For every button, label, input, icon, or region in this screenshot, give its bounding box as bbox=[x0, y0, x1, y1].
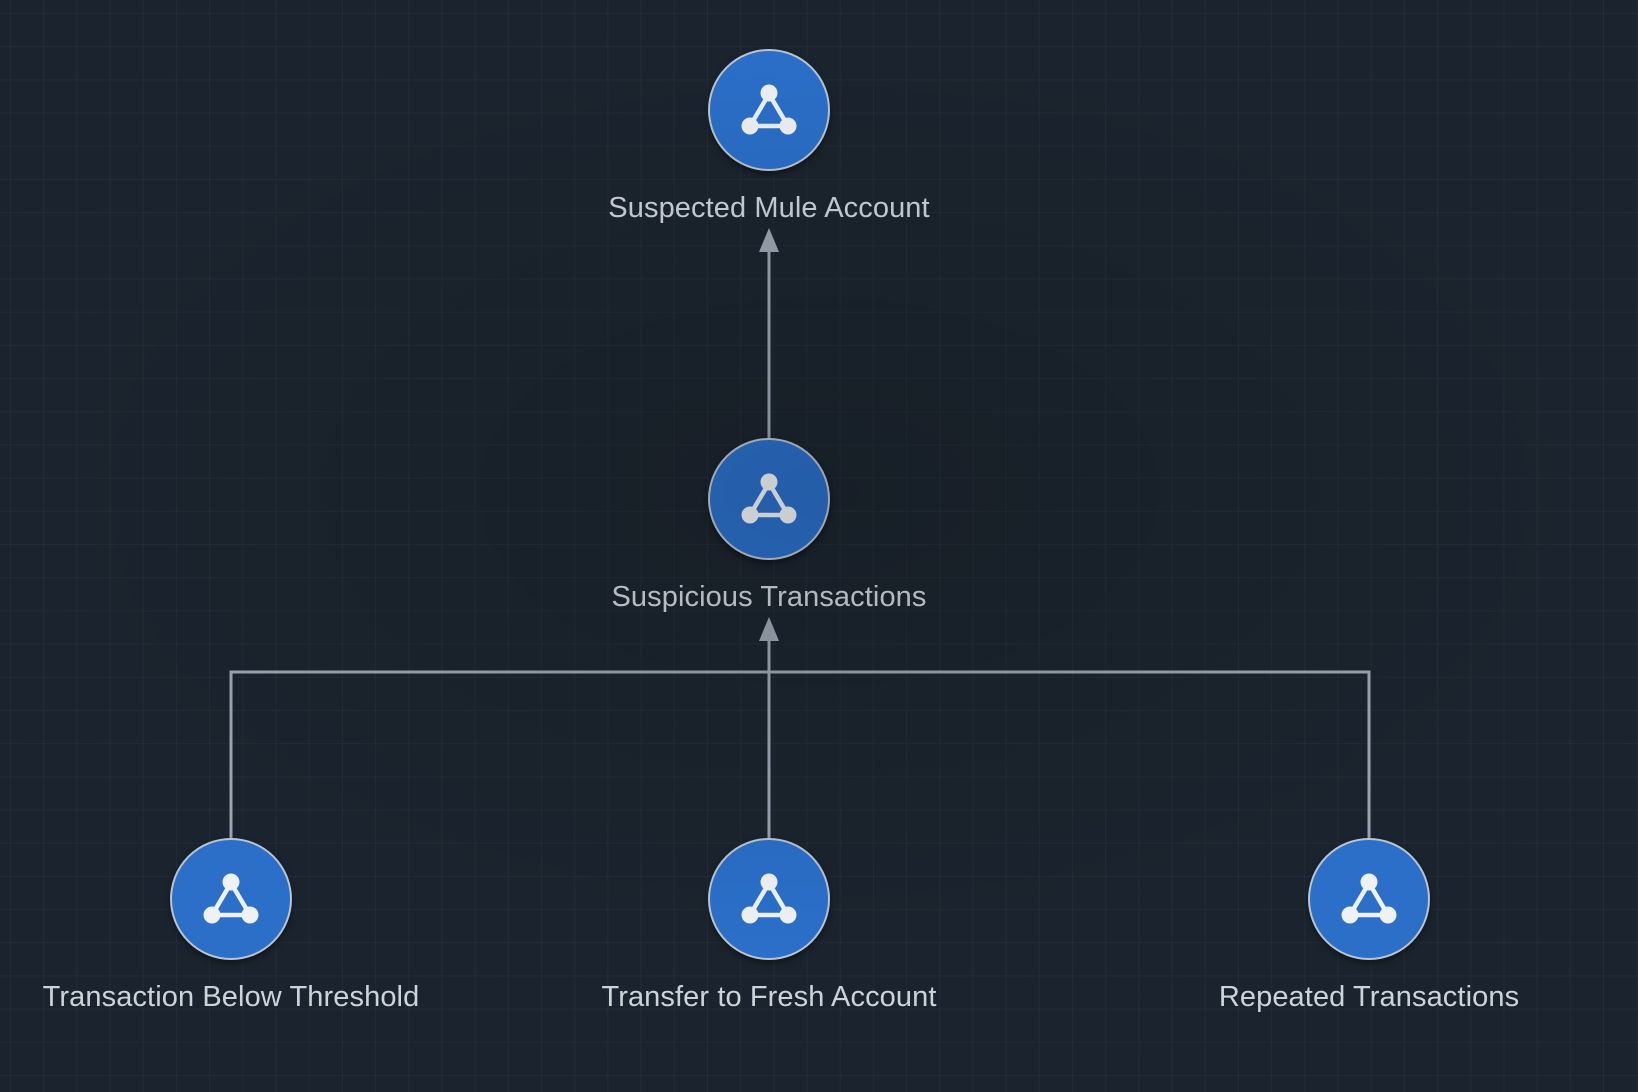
graph-triangle-icon bbox=[741, 473, 797, 524]
edge-repeated-to-suspicious[interactable] bbox=[769, 670, 1371, 838]
graph-triangle-icon bbox=[1341, 873, 1397, 924]
edge-threshold-to-suspicious[interactable] bbox=[229, 670, 769, 838]
node-circle[interactable] bbox=[708, 438, 830, 560]
node-circle[interactable] bbox=[1308, 838, 1430, 960]
node-circle[interactable] bbox=[708, 49, 830, 171]
node-label-transaction-below-threshold: Transaction Below Threshold bbox=[42, 981, 420, 1013]
arrowhead-into-suspicious-transactions bbox=[759, 617, 779, 641]
node-circle[interactable] bbox=[708, 838, 830, 960]
graph-triangle-icon bbox=[203, 873, 259, 924]
node-label-repeated-transactions: Repeated Transactions bbox=[1218, 981, 1520, 1013]
node-label-suspicious-transactions: Suspicious Transactions bbox=[611, 581, 927, 613]
graph-triangle-icon bbox=[741, 84, 797, 135]
node-label-transfer-to-fresh-account: Transfer to Fresh Account bbox=[601, 981, 937, 1013]
node-circle[interactable] bbox=[170, 838, 292, 960]
arrowhead-into-suspected-mule-account bbox=[759, 228, 779, 252]
graph-triangle-icon bbox=[741, 873, 797, 924]
node-label-suspected-mule-account: Suspected Mule Account bbox=[608, 192, 930, 224]
